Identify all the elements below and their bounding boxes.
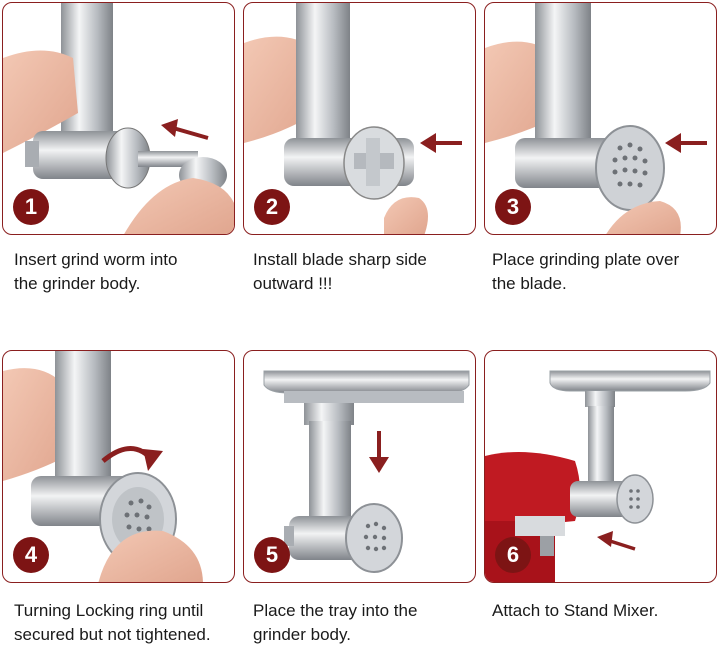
step-number-badge: 4	[13, 537, 49, 573]
grinding-plate-holes	[124, 498, 152, 532]
grinding-plate-holes	[629, 489, 640, 509]
caption-line: Turning Locking ring until	[14, 601, 204, 620]
grinding-plate-holes	[612, 142, 648, 188]
caption-line: grinder body.	[253, 625, 351, 644]
step-4-illustration	[3, 351, 203, 582]
step-number-badge: 2	[254, 189, 290, 225]
step-1-illustration	[3, 3, 234, 234]
step-6-panel: 6	[484, 350, 717, 583]
step-6-caption: Attach to Stand Mixer.	[492, 599, 720, 623]
step-4-panel: 4	[2, 350, 235, 583]
step-2-illustration	[244, 3, 462, 234]
step-2-caption: Install blade sharp side outward !!!	[253, 248, 485, 296]
grinding-plate-holes	[363, 521, 387, 552]
step-2-panel: 2	[243, 2, 476, 235]
caption-line: secured but not tightened.	[14, 625, 211, 644]
step-5-illustration	[263, 370, 470, 573]
caption-line: Place grinding plate over	[492, 250, 680, 269]
step-6-illustration	[485, 370, 711, 582]
step-number-badge: 1	[13, 189, 49, 225]
caption-line: Place the tray into the	[253, 601, 418, 620]
step-4-caption: Turning Locking ring until secured but n…	[14, 599, 246, 647]
step-5-caption: Place the tray into the grinder body.	[253, 599, 485, 647]
caption-line: Install blade sharp side	[253, 250, 427, 269]
step-3-caption: Place grinding plate over the blade.	[492, 248, 720, 296]
step-number-badge: 6	[495, 537, 531, 573]
caption-line: Insert grind worm into	[14, 250, 178, 269]
caption-line: the grinder body.	[14, 274, 141, 293]
step-1-caption: Insert grind worm into the grinder body.	[14, 248, 246, 296]
caption-line: outward !!!	[253, 274, 333, 293]
step-3-panel: 3	[484, 2, 717, 235]
step-number-badge: 3	[495, 189, 531, 225]
caption-line: the blade.	[492, 274, 567, 293]
step-number-badge: 5	[254, 537, 290, 573]
caption-line: Attach to Stand Mixer.	[492, 601, 659, 620]
step-5-panel: 5	[243, 350, 476, 583]
step-3-illustration	[485, 3, 707, 234]
step-1-panel: 1	[2, 2, 235, 235]
